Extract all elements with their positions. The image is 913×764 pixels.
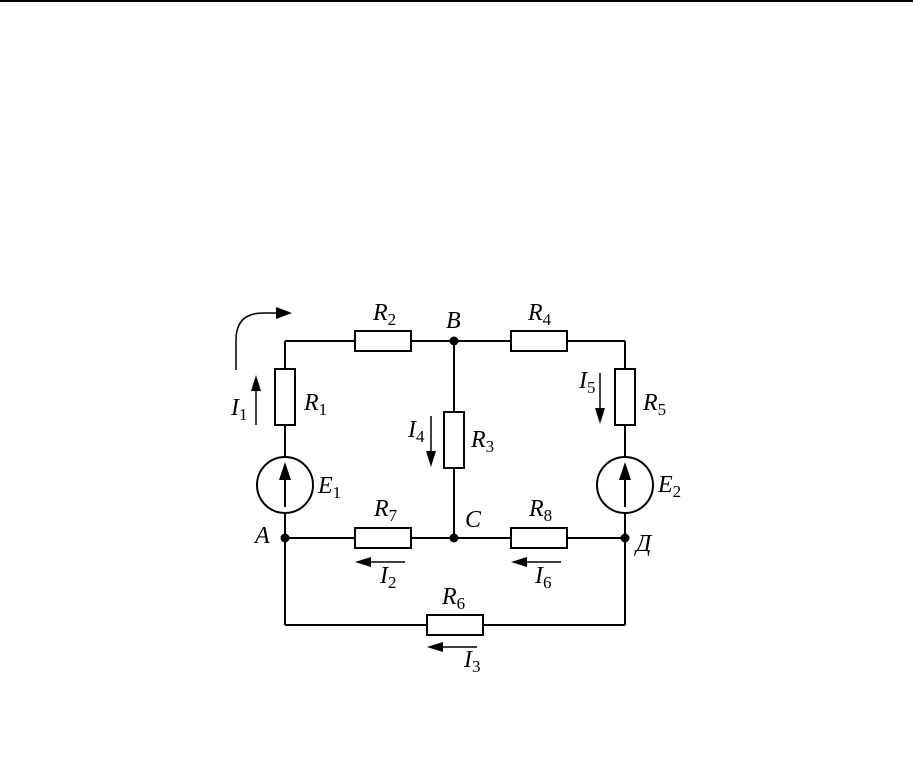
resistor-r4 (511, 331, 567, 351)
label-i5: I5 (578, 368, 596, 397)
loop-arrow-path (236, 313, 278, 370)
current-i5-arrowhead-icon (595, 408, 605, 424)
label-i1: I1 (230, 395, 248, 424)
resistor-r6 (427, 615, 483, 635)
source-e1 (257, 457, 313, 513)
label-r1: R1 (303, 390, 327, 419)
label-node-c: C (465, 507, 482, 533)
label-r2: R2 (372, 300, 396, 329)
source-e2 (597, 457, 653, 513)
label-r8: R8 (528, 496, 552, 525)
current-i4-arrowhead-icon (426, 451, 436, 467)
resistor-r1 (275, 369, 295, 425)
label-r3: R3 (470, 427, 494, 456)
label-e1: E1 (317, 473, 341, 502)
label-r5: R5 (642, 390, 666, 419)
node-d-dot (621, 534, 630, 543)
loop-direction-arrow (236, 307, 292, 370)
current-i3-arrowhead-icon (427, 642, 443, 652)
label-e2: E2 (657, 472, 681, 501)
label-r4: R4 (527, 300, 552, 329)
label-i3: I3 (463, 647, 481, 676)
current-i2-arrowhead-icon (355, 557, 371, 567)
label-node-d: Д (634, 531, 653, 557)
label-node-b: B (446, 308, 461, 334)
node-a-dot (281, 534, 290, 543)
label-r7: R7 (373, 496, 398, 525)
node-c-dot (450, 534, 459, 543)
label-node-a: A (253, 523, 270, 549)
label-i6: I6 (534, 563, 552, 592)
current-i6-arrowhead-icon (511, 557, 527, 567)
resistor-r8 (511, 528, 567, 548)
resistor-r2 (355, 331, 411, 351)
node-b-dot (450, 337, 459, 346)
current-i1-arrowhead-icon (251, 375, 261, 391)
loop-arrowhead-icon (276, 307, 292, 319)
label-i2: I2 (379, 563, 397, 592)
label-r6: R6 (441, 584, 465, 613)
resistor-r5 (615, 369, 635, 425)
label-i4: I4 (407, 417, 425, 446)
resistor-r3 (444, 412, 464, 468)
resistor-r7 (355, 528, 411, 548)
